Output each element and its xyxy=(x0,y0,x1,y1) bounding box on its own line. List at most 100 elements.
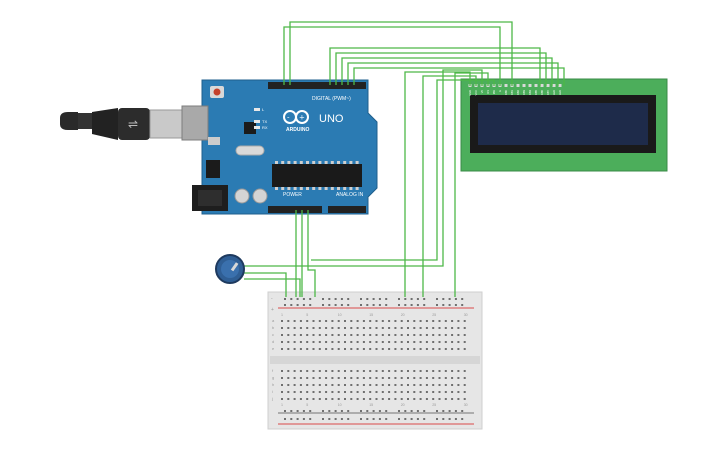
breadboard-hole[interactable] xyxy=(425,334,428,336)
breadboard-hole[interactable] xyxy=(413,341,416,343)
breadboard-hole[interactable] xyxy=(281,377,283,379)
breadboard-hole[interactable] xyxy=(407,398,409,400)
breadboard-hole[interactable] xyxy=(425,370,428,372)
breadboard-hole[interactable] xyxy=(372,418,375,420)
breadboard-hole[interactable] xyxy=(438,377,441,379)
lcd-pin[interactable] xyxy=(516,84,520,87)
breadboard-hole[interactable] xyxy=(350,334,353,336)
breadboard-hole[interactable] xyxy=(281,341,283,343)
breadboard-hole[interactable] xyxy=(369,334,372,336)
breadboard-hole[interactable] xyxy=(407,320,409,322)
breadboard-hole[interactable] xyxy=(385,410,388,412)
wire-d5-lcd-db4[interactable] xyxy=(329,47,541,86)
breadboard-hole[interactable] xyxy=(334,304,337,306)
breadboard-hole[interactable] xyxy=(454,418,457,420)
breadboard-hole[interactable] xyxy=(369,348,372,350)
breadboard-hole[interactable] xyxy=(372,410,375,412)
breadboard-hole[interactable] xyxy=(337,334,340,336)
breadboard-hole[interactable] xyxy=(293,320,296,322)
breadboard-hole[interactable] xyxy=(454,298,457,300)
breadboard-hole[interactable] xyxy=(398,304,400,306)
breadboard-hole[interactable] xyxy=(287,348,290,350)
breadboard-hole[interactable] xyxy=(444,334,447,336)
breadboard-hole[interactable] xyxy=(457,341,460,343)
breadboard-hole[interactable] xyxy=(375,384,378,386)
breadboard-hole[interactable] xyxy=(463,398,466,400)
breadboard-hole[interactable] xyxy=(463,391,466,393)
breadboard-hole[interactable] xyxy=(375,327,378,329)
breadboard-hole[interactable] xyxy=(410,410,413,412)
breadboard-hole[interactable] xyxy=(312,334,315,336)
breadboard-hole[interactable] xyxy=(394,348,397,350)
breadboard-hole[interactable] xyxy=(325,327,328,329)
breadboard-hole[interactable] xyxy=(442,304,445,306)
breadboard-hole[interactable] xyxy=(425,327,428,329)
lcd-pin[interactable] xyxy=(552,84,556,87)
breadboard-hole[interactable] xyxy=(442,418,445,420)
wire-pot-b-bb[interactable] xyxy=(244,278,301,297)
breadboard-hole[interactable] xyxy=(299,370,302,372)
breadboard-hole[interactable] xyxy=(350,384,353,386)
breadboard-hole[interactable] xyxy=(394,391,397,393)
breadboard-hole[interactable] xyxy=(407,391,409,393)
breadboard-hole[interactable] xyxy=(442,410,445,412)
breadboard-hole[interactable] xyxy=(438,391,441,393)
wire-lcd-k-bb[interactable] xyxy=(311,79,495,261)
breadboard-hole[interactable] xyxy=(344,327,346,329)
breadboard-hole[interactable] xyxy=(438,320,441,322)
breadboard-hole[interactable] xyxy=(372,304,375,306)
breadboard-hole[interactable] xyxy=(337,320,340,322)
breadboard-hole[interactable] xyxy=(419,320,422,322)
breadboard-hole[interactable] xyxy=(381,391,384,393)
breadboard-hole[interactable] xyxy=(457,320,460,322)
breadboard-hole[interactable] xyxy=(287,398,290,400)
breadboard-hole[interactable] xyxy=(463,348,466,350)
breadboard-hole[interactable] xyxy=(318,341,321,343)
breadboard-hole[interactable] xyxy=(400,327,403,329)
breadboard-hole[interactable] xyxy=(325,398,328,400)
breadboard-hole[interactable] xyxy=(362,377,365,379)
breadboard-hole[interactable] xyxy=(302,410,305,412)
breadboard-hole[interactable] xyxy=(287,327,290,329)
breadboard-hole[interactable] xyxy=(312,391,315,393)
breadboard-hole[interactable] xyxy=(407,334,409,336)
breadboard-hole[interactable] xyxy=(388,398,391,400)
breadboard-hole[interactable] xyxy=(438,384,441,386)
breadboard-hole[interactable] xyxy=(461,410,464,412)
breadboard-hole[interactable] xyxy=(356,384,359,386)
breadboard-hole[interactable] xyxy=(337,327,340,329)
breadboard-hole[interactable] xyxy=(322,418,324,420)
breadboard-hole[interactable] xyxy=(425,320,428,322)
breadboard-hole[interactable] xyxy=(423,418,426,420)
breadboard-hole[interactable] xyxy=(407,327,409,329)
breadboard-hole[interactable] xyxy=(328,410,331,412)
breadboard-hole[interactable] xyxy=(432,391,435,393)
breadboard-hole[interactable] xyxy=(451,370,454,372)
breadboard-hole[interactable] xyxy=(388,384,391,386)
breadboard-hole[interactable] xyxy=(398,418,400,420)
breadboard-hole[interactable] xyxy=(309,418,312,420)
breadboard-hole[interactable] xyxy=(444,398,447,400)
breadboard-hole[interactable] xyxy=(432,348,435,350)
breadboard-hole[interactable] xyxy=(325,370,328,372)
breadboard-hole[interactable] xyxy=(451,384,454,386)
breadboard-hole[interactable] xyxy=(404,304,407,306)
breadboard-hole[interactable] xyxy=(331,341,334,343)
breadboard-hole[interactable] xyxy=(436,410,438,412)
breadboard-hole[interactable] xyxy=(328,418,331,420)
breadboard-hole[interactable] xyxy=(350,391,353,393)
breadboard-hole[interactable] xyxy=(388,391,391,393)
breadboard-hole[interactable] xyxy=(432,398,435,400)
breadboard-hole[interactable] xyxy=(369,320,372,322)
breadboard-hole[interactable] xyxy=(318,370,321,372)
breadboard-hole[interactable] xyxy=(438,398,441,400)
breadboard-hole[interactable] xyxy=(432,327,435,329)
breadboard-hole[interactable] xyxy=(404,298,407,300)
breadboard-hole[interactable] xyxy=(325,341,328,343)
breadboard-hole[interactable] xyxy=(461,304,464,306)
breadboard-hole[interactable] xyxy=(451,334,454,336)
breadboard-hole[interactable] xyxy=(299,327,302,329)
breadboard-hole[interactable] xyxy=(331,334,334,336)
breadboard-hole[interactable] xyxy=(463,327,466,329)
